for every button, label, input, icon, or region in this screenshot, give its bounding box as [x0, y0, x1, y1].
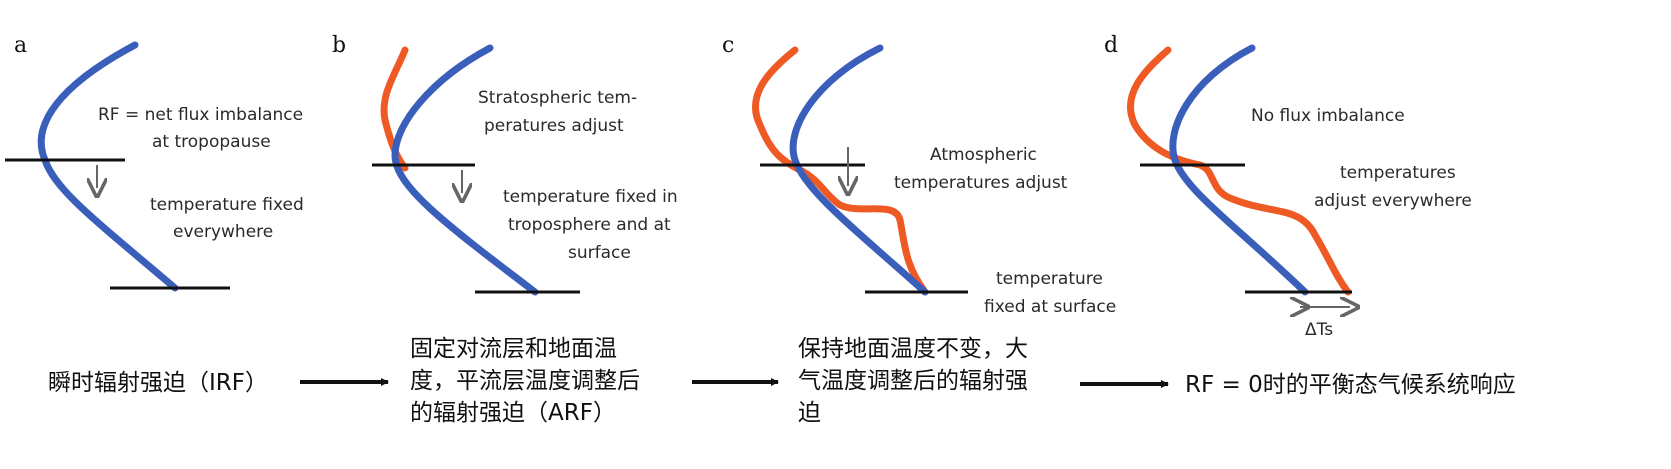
panel-b-line-4: troposphere and at: [508, 215, 671, 235]
panel-a-line-1: RF = net flux imbalance: [98, 105, 303, 125]
panel-c-line-3: temperature: [996, 269, 1103, 289]
panel-b: b Stratospheric tem- peratures adjust te…: [332, 33, 678, 296]
panel-d-delta-label: ΔTs: [1305, 320, 1333, 340]
panel-a-blue-profile: [37, 41, 179, 292]
panel-a-line-4: everywhere: [173, 222, 273, 242]
panel-c-orange-profile: [752, 46, 929, 296]
panel-c-line-2: temperatures adjust: [894, 173, 1068, 193]
flow-row: 瞬时辐射强迫（IRF） 固定对流层和地面温 度，平流层温度调整后 的辐射强迫（A…: [48, 336, 1516, 426]
panel-b-line-2: peratures adjust: [484, 116, 624, 136]
panel-b-line-3: temperature fixed in: [503, 187, 678, 207]
panel-c-line-4: fixed at surface: [984, 297, 1116, 317]
panel-a-letter: a: [14, 33, 27, 58]
panel-c-blue-profile: [789, 44, 929, 296]
flow-step-3-line-2: 气温度调整后的辐射强: [798, 368, 1028, 394]
flow-step-1-line-1: 瞬时辐射强迫（IRF）: [48, 370, 268, 396]
flow-step-4-line-1: RF = 0时的平衡态气候系统响应: [1185, 372, 1516, 398]
flow-step-2-line-1: 固定对流层和地面温: [410, 336, 617, 362]
panel-a-line-3: temperature fixed: [150, 195, 304, 215]
panel-c: c Atmospheric temperatures adjust temper…: [722, 33, 1116, 317]
panel-b-letter: b: [332, 33, 346, 58]
panel-d-blue-profile: [1169, 44, 1309, 296]
panel-a: a RF = net flux imbalance at tropopause …: [5, 33, 304, 292]
flow-step-3-line-3: 迫: [798, 400, 821, 426]
panel-b-line-5: surface: [568, 243, 631, 263]
flow-step-2-line-3: 的辐射强迫（ARF）: [410, 400, 616, 426]
panel-c-letter: c: [722, 33, 734, 58]
panel-b-blue-profile: [391, 44, 539, 296]
panel-d-line-3: adjust everywhere: [1314, 191, 1472, 211]
panel-b-line-1: Stratospheric tem-: [478, 88, 637, 108]
panel-c-line-1: Atmospheric: [930, 145, 1037, 165]
flow-step-2-line-2: 度，平流层温度调整后: [410, 368, 640, 394]
panel-d-orange-profile: [1126, 46, 1352, 296]
panel-d-line-1: No flux imbalance: [1251, 106, 1405, 126]
panel-d-line-2: temperatures: [1340, 163, 1456, 183]
panel-d: d No flux imbalance temperatures adjust …: [1104, 33, 1472, 340]
flow-step-3-line-1: 保持地面温度不变，大: [798, 336, 1028, 362]
panel-a-line-2: at tropopause: [152, 132, 271, 152]
panel-d-letter: d: [1104, 33, 1118, 58]
